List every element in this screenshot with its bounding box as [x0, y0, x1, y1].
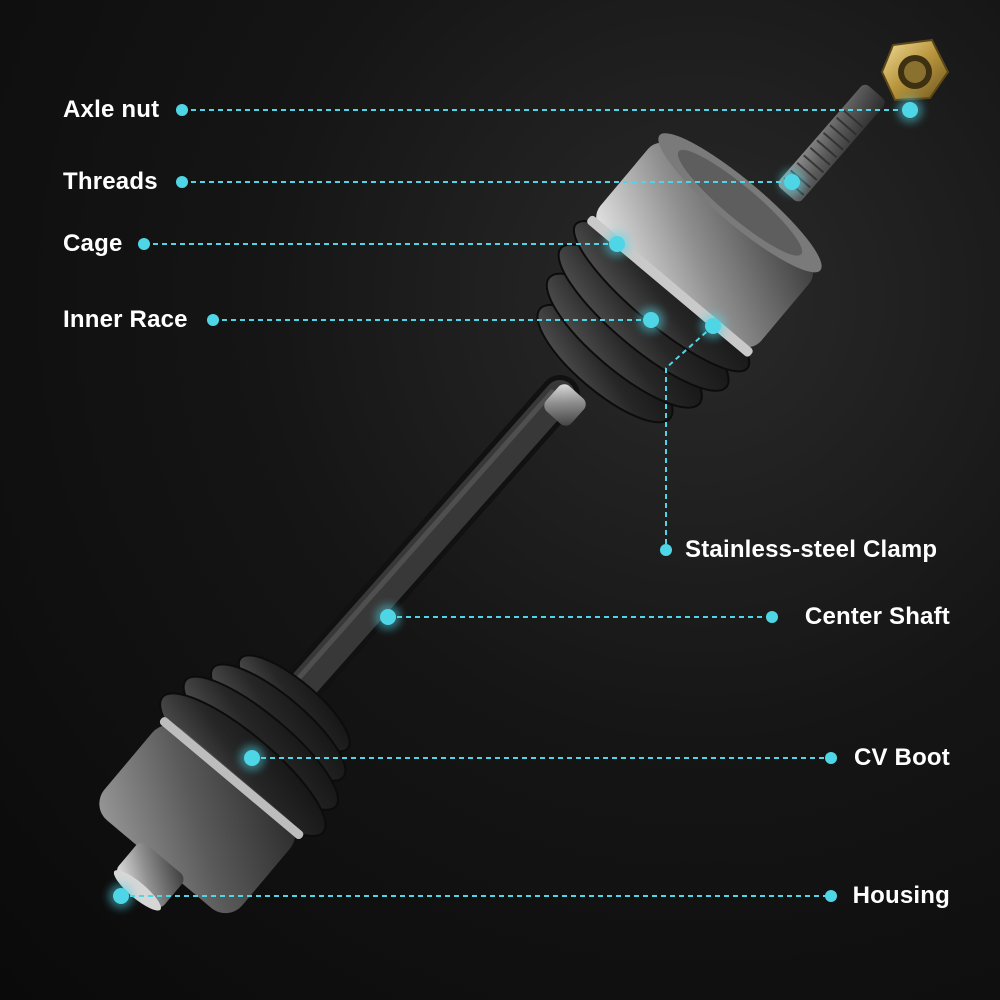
marker-axle-nut	[897, 97, 923, 123]
label-cv-boot: CV Boot	[853, 744, 950, 771]
callout-leaders	[121, 109, 910, 897]
label-threads: Threads	[63, 168, 158, 195]
dot-inner-race-label	[207, 314, 219, 326]
marker-inner-race	[638, 307, 664, 333]
marker-stainless-steel-clamp	[700, 313, 726, 339]
marker-housing	[108, 883, 134, 909]
dot-axle-nut-label	[176, 104, 188, 116]
label-axle-nut: Axle nut	[63, 96, 160, 123]
dot-threads-label	[176, 176, 188, 188]
label-housing: Housing	[852, 882, 950, 909]
marker-center-shaft	[375, 604, 401, 630]
dot-stainless-steel-clamp-label	[660, 544, 672, 556]
label-stainless-steel-clamp: Stainless-steel Clamp	[685, 536, 938, 563]
marker-threads	[779, 169, 805, 195]
leader-stainless-steel-clamp	[665, 325, 714, 550]
marker-cage	[604, 231, 630, 257]
callout-dots	[108, 97, 923, 909]
dot-cage-label	[138, 238, 150, 250]
center-shaft-body	[270, 375, 586, 720]
dot-cv-boot-label	[825, 752, 837, 764]
marker-cv-boot	[239, 745, 265, 771]
axle-nut-shape	[880, 38, 950, 102]
dot-center-shaft-label	[766, 611, 778, 623]
label-center-shaft: Center Shaft	[804, 603, 950, 630]
dot-housing-label	[825, 890, 837, 902]
label-cage: Cage	[63, 230, 123, 257]
cv-axle-illustration	[99, 38, 950, 914]
label-inner-race: Inner Race	[63, 306, 188, 333]
